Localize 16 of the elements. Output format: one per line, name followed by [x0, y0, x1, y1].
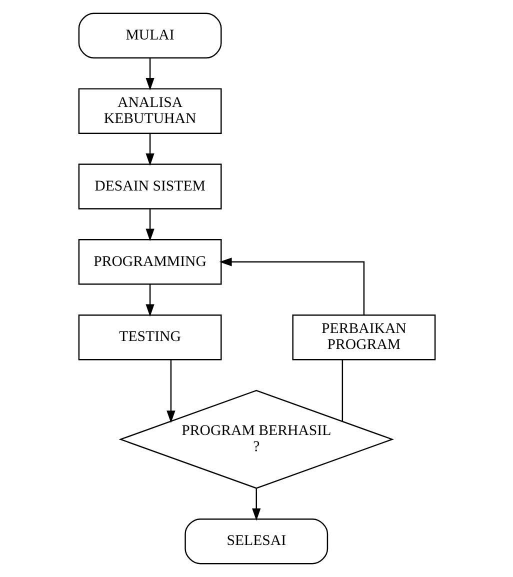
arrow	[166, 360, 175, 424]
node-box: SELESAI	[184, 518, 328, 564]
node-diamond: PROGRAM BERHASIL ?	[118, 390, 394, 489]
arrow	[145, 209, 154, 242]
node-box: DESAIN SISTEM	[78, 164, 222, 210]
arrow	[145, 134, 154, 166]
arrow	[145, 58, 154, 90]
node-box: PERBAIKAN PROGRAM	[292, 314, 436, 360]
arrow	[218, 258, 364, 315]
arrow	[145, 284, 154, 317]
node-box: ANALISA KEBUTUHAN	[78, 88, 222, 134]
node-box: PROGRAMMING	[78, 239, 222, 285]
node-box: TESTING	[78, 314, 222, 360]
node-box: MULAI	[78, 12, 222, 59]
arrow	[252, 488, 260, 521]
connector	[341, 360, 343, 422]
